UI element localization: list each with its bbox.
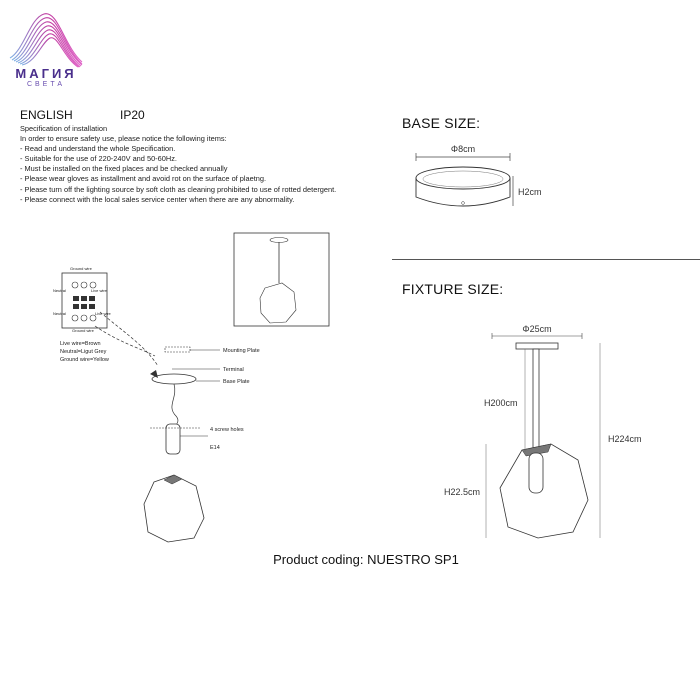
shade-shape bbox=[499, 443, 589, 539]
language-label: ENGLISH bbox=[20, 108, 73, 122]
brand-tagline: СВЕТА bbox=[26, 81, 66, 88]
shade-height-label: H22.5cm bbox=[444, 487, 480, 497]
neutral-label-bottom: Neutral bbox=[53, 311, 66, 316]
neutral-label-top: Neutral bbox=[53, 288, 66, 293]
spec-item: - Must be installed on the fixed places … bbox=[20, 164, 228, 174]
canopy-shape bbox=[515, 342, 559, 350]
product-coding: Product coding: NUESTRO SP1 bbox=[273, 552, 459, 567]
spec-intro: In order to ensure safety use, please no… bbox=[20, 134, 227, 144]
terminal-block: Ground wire Neutral Live wire Neutral Li… bbox=[53, 266, 112, 333]
spec-item: - Please turn off the lighting source by… bbox=[20, 184, 337, 194]
brand-name: МАГИЯ bbox=[15, 66, 77, 81]
ip-rating: IP20 bbox=[120, 108, 145, 122]
ground-wire-top-label: Ground wire bbox=[70, 266, 93, 271]
logo-waves-icon bbox=[9, 13, 83, 68]
terminal-label: Terminal bbox=[223, 367, 244, 373]
wire-key-live: Live wire=Brown bbox=[60, 341, 101, 347]
fixture-size-title: FIXTURE SIZE: bbox=[402, 281, 504, 297]
ground-wire-bottom-label: Ground wire bbox=[72, 328, 95, 333]
rod-height-label: H200cm bbox=[484, 398, 518, 408]
bulb-shape bbox=[528, 452, 544, 494]
fixture-diameter-label: Φ25cm bbox=[522, 324, 551, 334]
live-label-bottom: Live wire bbox=[95, 311, 112, 316]
total-height-label: H224cm bbox=[608, 434, 642, 444]
base-height-label: H2cm bbox=[518, 187, 542, 197]
base-size-title: BASE SIZE: bbox=[402, 115, 481, 131]
spec-item: - Please connect with the local sales se… bbox=[20, 194, 295, 204]
fixture-size-drawing: Φ25cm H200cm H224cm H22.5cm bbox=[444, 324, 642, 539]
installation-diagram: Ground wire Neutral Live wire Neutral Li… bbox=[53, 232, 330, 543]
spec-item: - Please wear gloves as installment and … bbox=[20, 174, 267, 184]
base-plate-label: Base Plate bbox=[223, 379, 250, 385]
section-divider bbox=[392, 259, 700, 260]
socket-label: E14 bbox=[210, 445, 220, 451]
live-label-top: Live wire bbox=[91, 288, 108, 293]
wire-key-ground: Ground wire=Yellow bbox=[60, 357, 109, 363]
base-diameter-label: Φ8cm bbox=[451, 144, 475, 154]
spec-item: - Read and understand the whole Specific… bbox=[20, 144, 176, 154]
mounting-plate-label: Mounting Plate bbox=[223, 348, 260, 354]
rod-shape bbox=[532, 348, 540, 453]
base-size-drawing: Φ8cm H2cm bbox=[415, 144, 542, 207]
brand-logo bbox=[6, 6, 86, 98]
wire-key-neutral: Neutral=Ligut Grey bbox=[60, 349, 107, 355]
spec-item: - Suitable for the use of 220-240V and 5… bbox=[20, 154, 177, 164]
spec-title: Specification of installation bbox=[20, 124, 108, 133]
spec-block: Specification of installation In order t… bbox=[20, 124, 380, 205]
screw-holes-label: 4 screw holes bbox=[210, 427, 244, 433]
base-plate-shape bbox=[415, 166, 511, 207]
